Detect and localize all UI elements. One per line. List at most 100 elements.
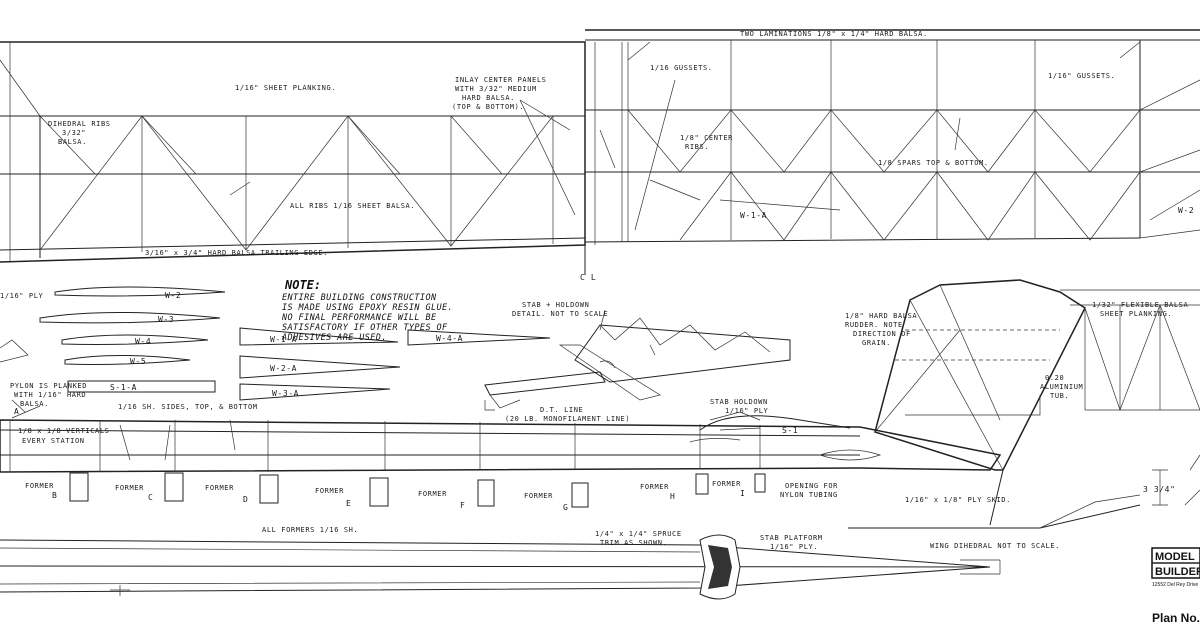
note-title: NOTE: xyxy=(284,278,321,292)
former-f-label: FORMER xyxy=(418,490,447,498)
former-h-id: H xyxy=(670,492,675,501)
rib-w2-edge-label: W-2 xyxy=(1178,206,1194,215)
logo-address-text: 12552 Del Rey Drive xyxy=(1152,582,1198,588)
rib-w1a-label: W-1-A xyxy=(740,211,767,220)
sheet-planking-label: 1/16" SHEET PLANKING. xyxy=(235,84,336,92)
wing-dihedral-diagram xyxy=(848,454,1200,529)
stab-platform-label-2: 1/16" PLY. xyxy=(770,543,818,551)
dihedral-ribs-label-2: 3/32" xyxy=(62,129,86,137)
former-i-label: FORMER xyxy=(712,480,741,488)
inlay-label-2: WITH 3/32" MEDIUM xyxy=(455,85,537,93)
model-builder-logo xyxy=(1151,547,1200,579)
rudder-label-2: RUDDER. NOTE xyxy=(845,321,903,329)
stab-holdown-label-1: STAB HOLDOWN xyxy=(710,398,768,406)
plan-number-label: Plan No. xyxy=(1152,611,1200,625)
rib-templates xyxy=(0,286,551,401)
former-f-id: F xyxy=(460,501,465,510)
all-ribs-label: ALL RIBS 1/16 SHEET BALSA. xyxy=(290,202,415,210)
inlay-label-4: (TOP & BOTTOM). xyxy=(452,103,524,111)
note-line-5: ADHESIVES ARE USED. xyxy=(281,333,387,343)
logo-top-text: MODEL xyxy=(1155,551,1195,563)
spruce-label-2: TRIM AS SHOWN. xyxy=(600,539,667,547)
rib-w3-label: W-3 xyxy=(158,315,174,324)
flexible-balsa-label-2: SHEET PLANKING. xyxy=(1100,310,1172,318)
rib-w2-label: W-2 xyxy=(165,291,181,300)
inlay-label-1: INLAY CENTER PANELS xyxy=(455,76,546,84)
aluminium-label-2: ALUMINIUM xyxy=(1040,383,1083,391)
rib-w5-label: W-5 xyxy=(130,357,146,366)
rib-w4a-template-label: W-4-A xyxy=(436,334,463,343)
former-i-id: I xyxy=(740,489,745,498)
verticals-label: 1/8 x 1/8 VERTICALS xyxy=(18,427,109,435)
section-a-label: A xyxy=(14,407,19,416)
note-line-2: IS MADE USING EPOXY RESIN GLUE. xyxy=(282,303,453,313)
stab-holdown-label-2: 1/16" PLY xyxy=(725,407,769,415)
s1-label: S-1 xyxy=(782,426,798,435)
gussets-right-label: 1/16" GUSSETS. xyxy=(1048,72,1115,80)
spruce-label-1: 1/4" x 1/4" SPRUCE xyxy=(595,530,682,538)
stab-detail-label-2: DETAIL. NOT TO SCALE xyxy=(512,310,608,318)
dihedral-dimension-label: 3 3/4" xyxy=(1143,485,1176,494)
opening-label-2: NYLON TUBING xyxy=(780,491,838,499)
former-h-shape xyxy=(695,473,709,495)
dt-line-label-1: D.T. LINE xyxy=(540,406,583,414)
note-line-1: ENTIRE BUILDING CONSTRUCTION xyxy=(282,293,437,303)
inlay-label-3: HARD BALSA. xyxy=(462,94,515,102)
all-formers-label: ALL FORMERS 1/16 SH. xyxy=(262,526,358,534)
rudder-label-4: GRAIN. xyxy=(862,339,891,347)
former-e-label: FORMER xyxy=(315,487,344,495)
former-g-id: G xyxy=(563,503,568,512)
rib-w3a-template-label: W-3-A xyxy=(272,389,299,398)
pylon-label-2: WITH 1/16" HARD xyxy=(14,391,86,399)
wing-dihedral-label: WING DIHEDRAL NOT TO SCALE. xyxy=(930,542,1060,550)
centerline-label: C L xyxy=(580,273,596,282)
rib-w4-label: W-4 xyxy=(135,337,151,346)
opening-label-1: OPENING FOR xyxy=(785,482,838,490)
stab-platform-label-1: STAB PLATFORM xyxy=(760,534,823,542)
wing-plan-view xyxy=(0,29,1200,275)
former-c-id: C xyxy=(148,493,153,502)
stab-detail-label-1: STAB + HOLDOWN xyxy=(522,301,589,309)
aluminium-label-3: TUB. xyxy=(1050,392,1069,400)
aluminium-label-1: 0.20 xyxy=(1045,374,1064,382)
fuselage-top-view xyxy=(0,534,1001,600)
rib-w1a-template-label: W-1-A xyxy=(270,335,297,344)
dihedral-ribs-label-1: DIHEDRAL RIBS xyxy=(48,120,111,128)
gussets-left-label: 1/16 GUSSETS. xyxy=(650,64,713,72)
former-e-shape xyxy=(369,477,389,507)
logo-bottom-text: BUILDER xyxy=(1155,566,1200,578)
former-h-label: FORMER xyxy=(640,483,669,491)
stab-holdown-detail xyxy=(484,309,791,411)
former-d-shape xyxy=(259,474,279,504)
pylon-label-1: PYLON IS PLANKED xyxy=(10,382,87,390)
center-ribs-label-2: RIBS. xyxy=(685,143,709,151)
note-line-4: SATISFACTORY IF OTHER TYPES OF xyxy=(282,323,448,333)
former-f-shape xyxy=(477,479,495,507)
former-d-label: FORMER xyxy=(205,484,234,492)
rudder-label-3: DIRECTION OF xyxy=(853,330,911,338)
wing-laminations-label: TWO LAMINATIONS 1/8" x 1/4" HARD BALSA. xyxy=(740,30,928,38)
former-b-label: FORMER xyxy=(25,482,54,490)
rib-w2a-template-label: W-2-A xyxy=(270,364,297,373)
trailing-edge-label: 3/16" x 3/4" HARD BALSA TRAILING EDGE. xyxy=(145,249,328,257)
ply-skid-label: 1/16" x 1/8" PLY SKID. xyxy=(905,496,1011,504)
former-b-shape xyxy=(69,472,89,502)
former-b-id: B xyxy=(52,491,57,500)
rib-s1a-label: S-1-A xyxy=(110,383,137,392)
former-d-id: D xyxy=(243,495,248,504)
fin-rudder xyxy=(874,279,1200,526)
pylon-label-3: BALSA. xyxy=(20,400,49,408)
former-c-label: FORMER xyxy=(115,484,144,492)
sides-top-bottom-label: 1/16 SH. SIDES, TOP, & BOTTOM xyxy=(118,403,258,411)
dihedral-ribs-label-3: BALSA. xyxy=(58,138,87,146)
former-g-shape xyxy=(571,482,589,508)
note-line-3: NO FINAL PERFORMANCE WILL BE xyxy=(281,313,437,323)
every-station-label: EVERY STATION xyxy=(22,437,85,445)
flexible-balsa-label-1: 1/32" FLEXIBLE BALSA xyxy=(1092,301,1188,309)
spars-label: 1/8 SPARS TOP & BOTTOM. xyxy=(878,159,989,167)
fuselage-side-view xyxy=(0,399,1002,508)
center-ribs-label-1: 1/8" CENTER xyxy=(680,134,733,142)
former-i-shape xyxy=(754,473,766,493)
dt-line-label-2: (20 LB. MONOFILAMENT LINE) xyxy=(505,415,630,423)
